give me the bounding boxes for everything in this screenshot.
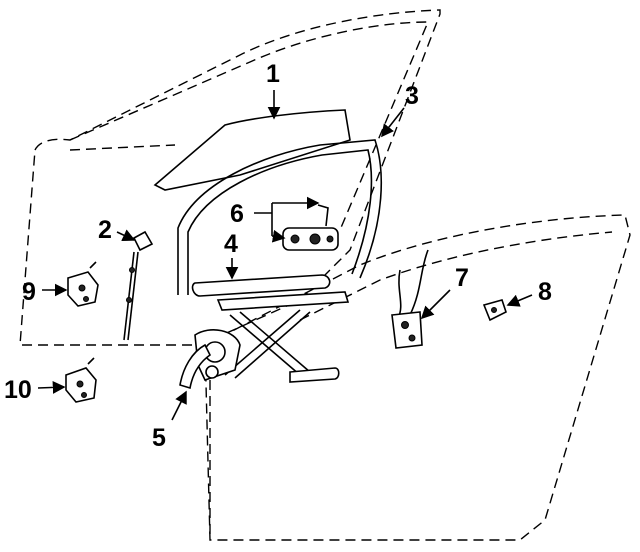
glass-run-channel — [177, 139, 383, 295]
callout-6: 6 — [230, 200, 244, 228]
callout-8: 8 — [538, 278, 552, 306]
leader-lines — [37, 90, 533, 421]
callout-10: 10 — [4, 376, 32, 404]
callout-9: 9 — [22, 278, 36, 306]
callout-5: 5 — [152, 424, 166, 452]
door-lock — [391, 249, 429, 349]
callout-2: 2 — [98, 216, 112, 244]
callout-7: 7 — [455, 264, 469, 292]
lift-channel — [191, 274, 331, 297]
callout-1: 1 — [266, 60, 280, 88]
lock-striker — [482, 299, 507, 322]
regulator-motor — [282, 204, 339, 251]
window-glass — [153, 109, 351, 191]
callout-3: 3 — [405, 82, 419, 110]
lower-hinge — [65, 357, 97, 403]
callout-4: 4 — [224, 230, 238, 258]
division-bar — [123, 230, 154, 341]
front-door-outline — [204, 214, 631, 541]
upper-hinge — [67, 261, 99, 307]
callout-labels: 1 2 3 4 5 6 7 8 9 10 — [4, 60, 552, 452]
rear-door-outline — [19, 9, 441, 346]
window-regulator — [179, 291, 350, 390]
